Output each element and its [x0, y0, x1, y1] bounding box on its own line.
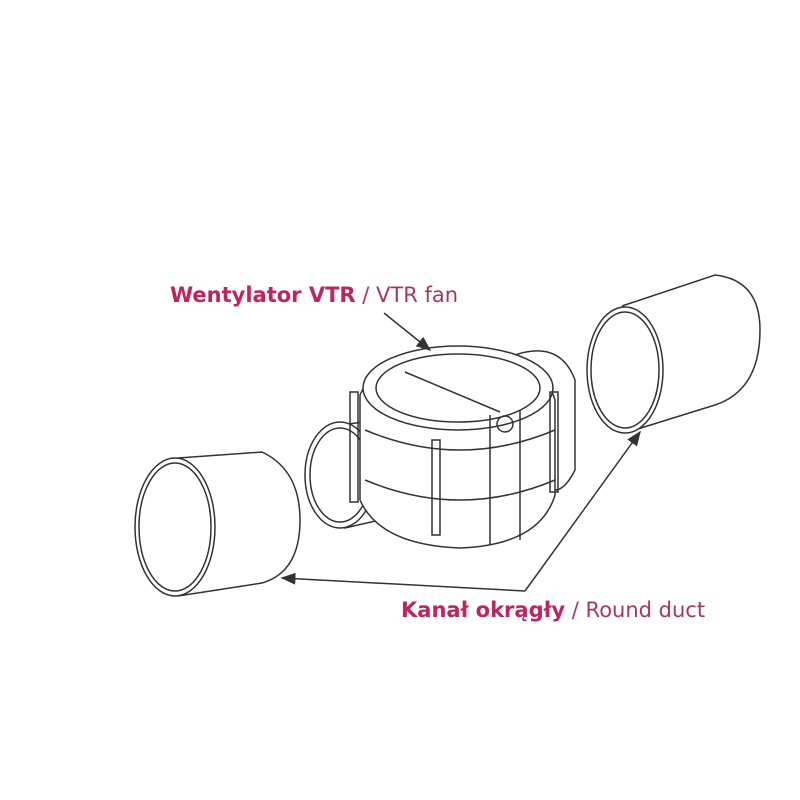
fan-label-polish: Wentylator VTR — [170, 283, 356, 307]
right-round-duct — [586, 274, 761, 434]
fan-pointer-arrow — [383, 312, 432, 351]
fan-label-english: VTR fan — [376, 283, 459, 307]
duct-label-separator: / — [565, 598, 586, 622]
duct-label-polish: Kanał okrągły — [401, 598, 566, 622]
duct-label: Kanał okrągły / Round duct — [401, 598, 705, 622]
left-round-duct — [134, 451, 301, 597]
duct-pointer-line-right — [524, 430, 641, 592]
duct-label-english: Round duct — [585, 598, 706, 622]
vtr-fan — [304, 345, 576, 549]
duct-pointer-line — [280, 572, 526, 592]
fan-label-separator: / — [355, 283, 377, 307]
fan-label: Wentylator VTR / VTR fan — [170, 283, 458, 307]
